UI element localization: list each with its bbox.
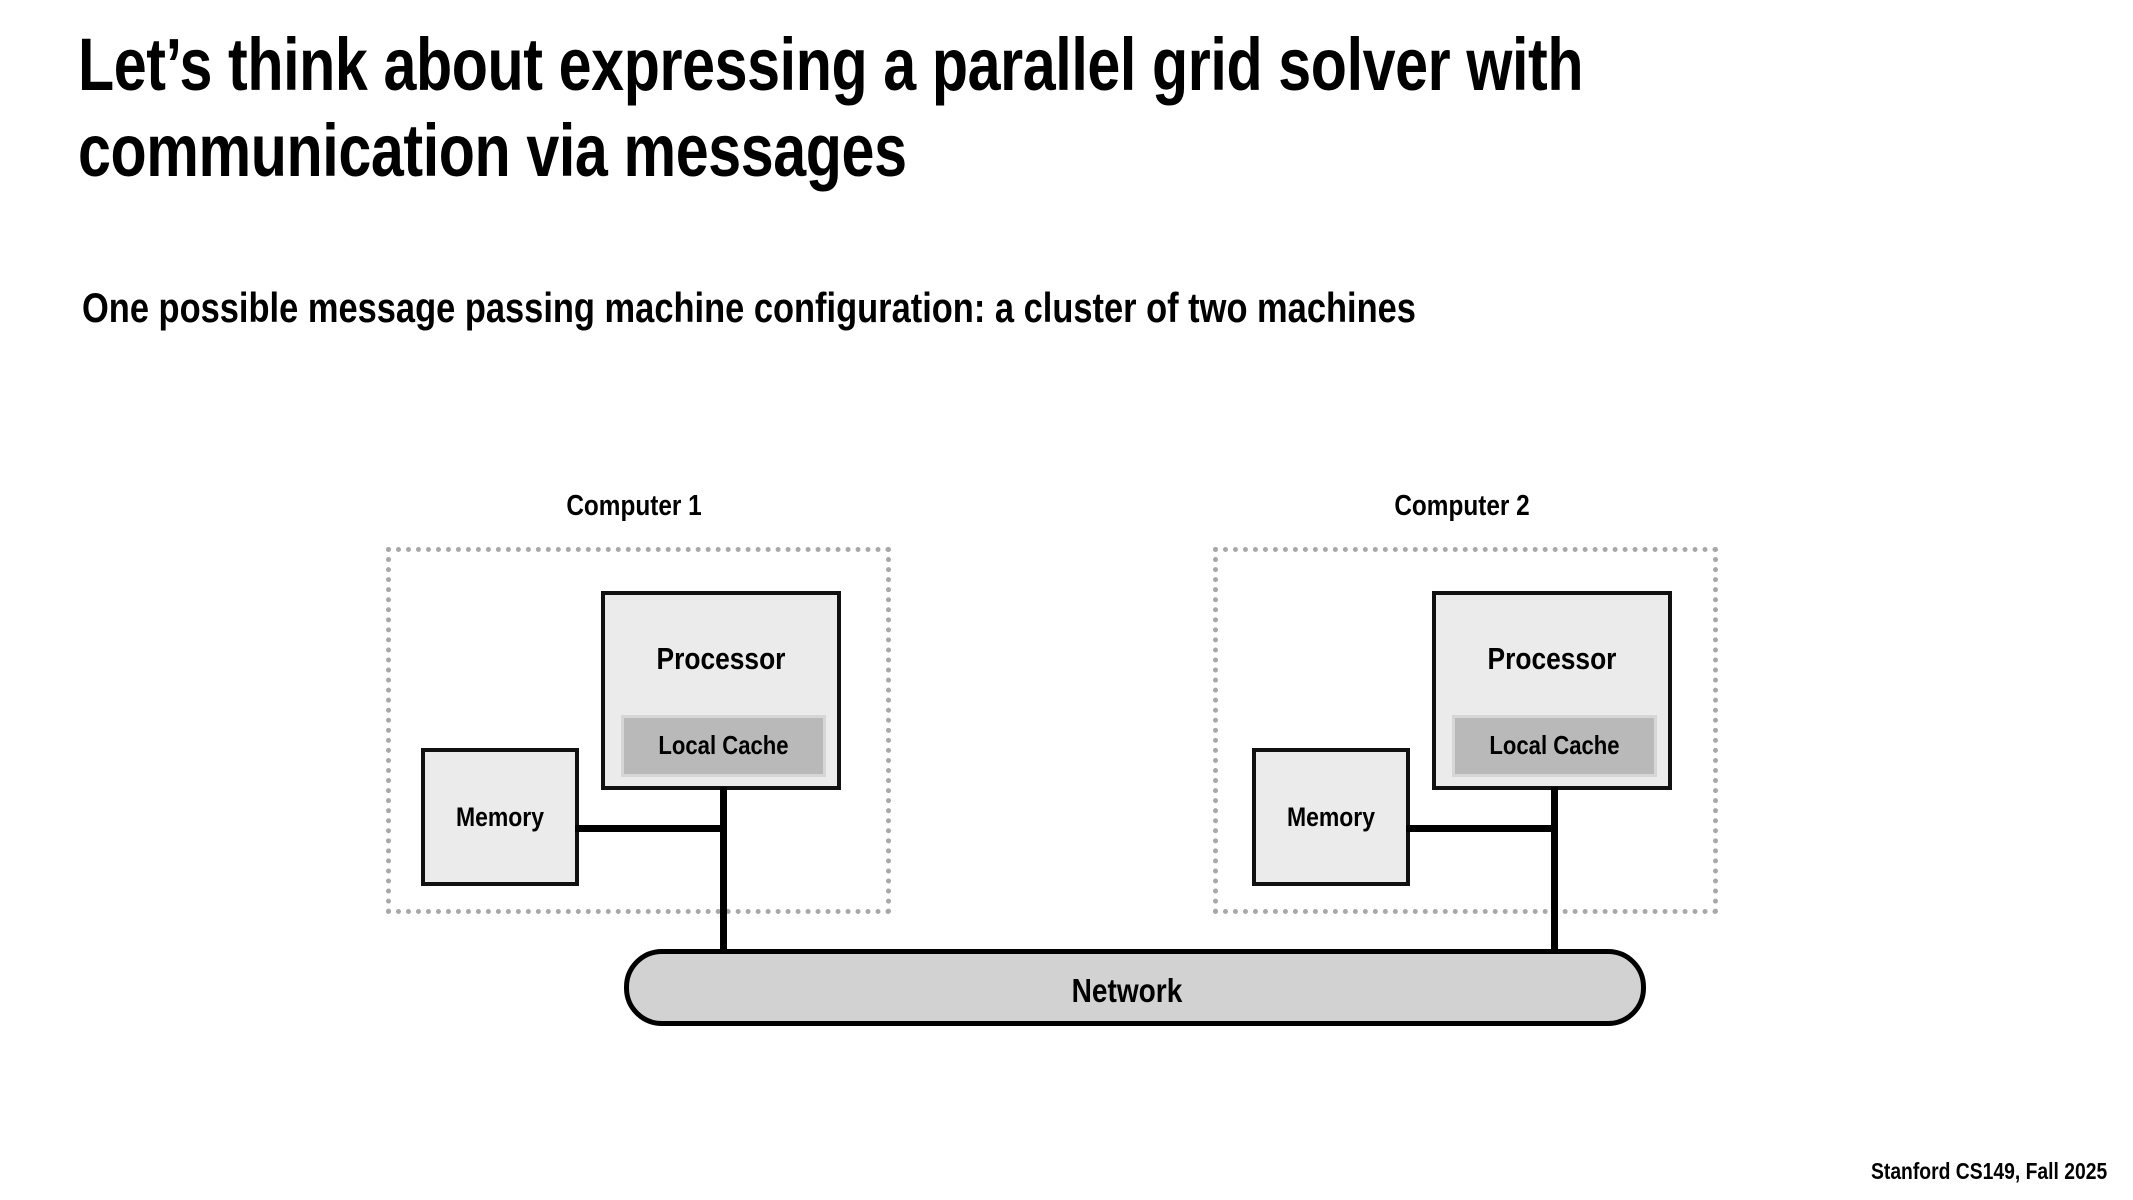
- local-cache-box-computer-2: Local Cache: [1452, 715, 1657, 777]
- page-subtitle: One possible message passing machine con…: [82, 284, 1416, 331]
- processor-box-computer-2: Processor Local Cache: [1432, 591, 1672, 790]
- machine-label-computer-2: Computer 2: [1394, 490, 1530, 522]
- processor-label: Processor: [1487, 641, 1617, 676]
- machine-boundary-computer-1: [386, 547, 891, 914]
- processor-network-wire-computer-1: [720, 787, 727, 953]
- local-cache-label: Local Cache: [1489, 730, 1620, 760]
- processor-network-wire-computer-2: [1551, 787, 1558, 953]
- processor-label: Processor: [656, 641, 786, 676]
- memory-bus-wire-computer-2: [1406, 825, 1558, 832]
- memory-label: Memory: [1286, 802, 1376, 832]
- processor-box-computer-1: Processor Local Cache: [601, 591, 841, 790]
- slide-footer: Stanford CS149, Fall 2025: [1870, 1158, 2107, 1184]
- network-label: Network: [1071, 972, 1183, 1009]
- memory-bus-wire-computer-1: [575, 825, 727, 832]
- local-cache-label: Local Cache: [658, 730, 789, 760]
- memory-box-computer-2: Memory: [1252, 748, 1410, 886]
- network-bar: Network: [624, 949, 1646, 1026]
- memory-box-computer-1: Memory: [421, 748, 579, 886]
- page-title: Let’s think about expressing a parallel …: [78, 23, 1600, 192]
- memory-label: Memory: [455, 802, 545, 832]
- machine-label-computer-1: Computer 1: [566, 490, 702, 522]
- machine-boundary-computer-2: [1213, 547, 1718, 914]
- local-cache-box-computer-1: Local Cache: [621, 715, 826, 777]
